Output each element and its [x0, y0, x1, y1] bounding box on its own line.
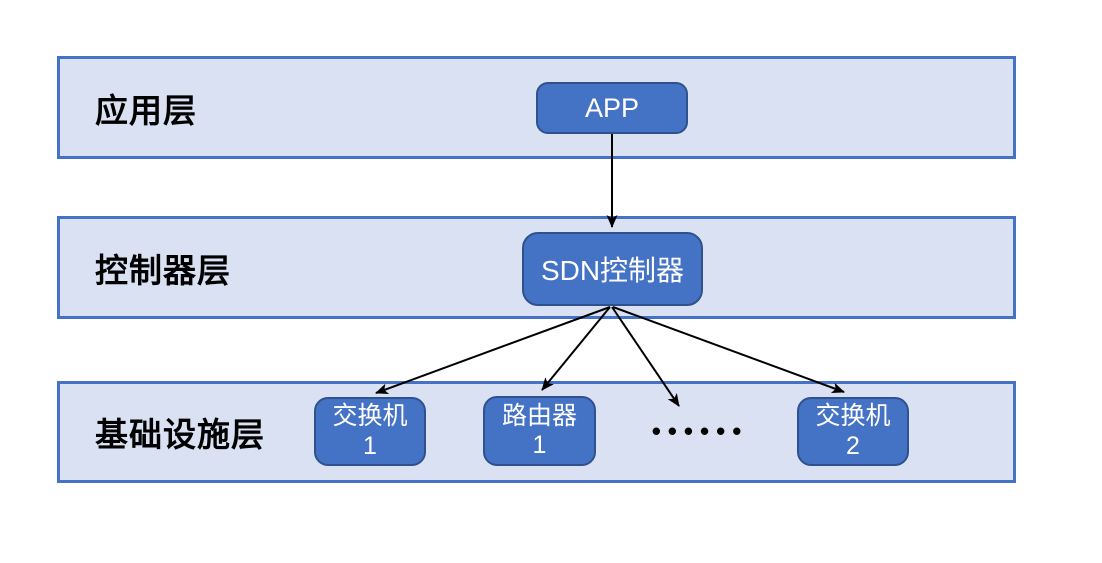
edge-controller-to-switch2: [612, 306, 845, 394]
node-router-1-line1: 路由器: [501, 401, 577, 430]
more-devices-ellipsis: ••••••: [651, 416, 749, 446]
layer-label-control: 控制器层: [95, 251, 231, 289]
node-switch-1-line2: 1: [363, 431, 377, 460]
node-switch-2: 交换机 2: [797, 397, 909, 466]
layer-label-application: 应用层: [95, 91, 197, 129]
node-sdn-controller: SDN控制器: [522, 232, 703, 306]
node-sdn-controller-label: SDN控制器: [540, 255, 685, 286]
edge-controller-to-router1: [541, 306, 611, 391]
layer-band-application: 应用层: [57, 56, 1016, 159]
layer-label-infrastructure: 基础设施层: [95, 416, 265, 453]
node-switch-1-line1: 交换机: [332, 402, 408, 430]
node-switch-1: 交换机 1: [314, 397, 426, 466]
node-router-1: 路由器 1: [483, 396, 596, 466]
node-app-label: APP: [584, 92, 640, 123]
node-switch-2-line1: 交换机: [815, 402, 891, 430]
node-app: APP: [536, 82, 688, 134]
node-switch-2-line2: 2: [846, 431, 860, 460]
node-router-1-line2: 1: [532, 431, 547, 459]
